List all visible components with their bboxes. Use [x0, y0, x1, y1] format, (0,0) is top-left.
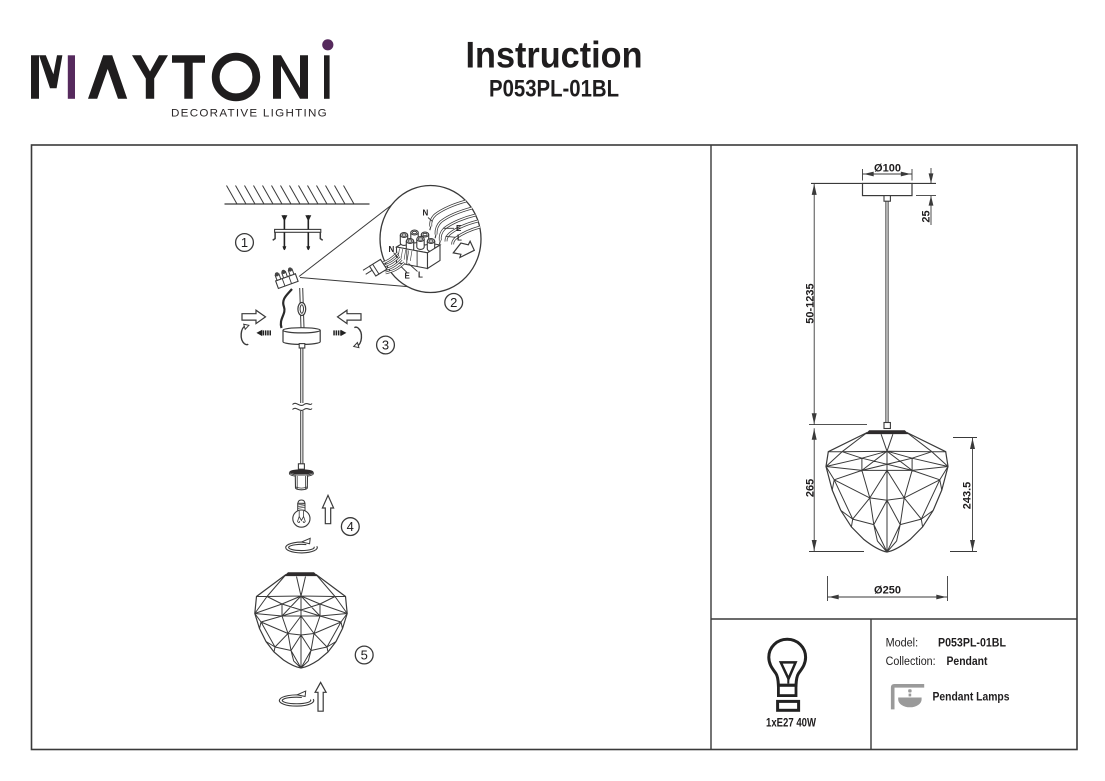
svg-text:Ø250: Ø250: [874, 585, 901, 597]
svg-text:2: 2: [450, 295, 457, 310]
svg-text:Instruction: Instruction: [466, 35, 643, 76]
svg-text:E: E: [405, 272, 411, 281]
svg-text:E: E: [456, 224, 462, 233]
svg-text:243.5: 243.5: [962, 482, 974, 510]
svg-text:N: N: [423, 209, 429, 218]
svg-text:Model:: Model:: [886, 638, 919, 650]
svg-text:P053PL-01BL: P053PL-01BL: [938, 638, 1006, 650]
svg-text:Ø100: Ø100: [874, 163, 901, 175]
svg-text:5: 5: [361, 648, 368, 663]
svg-text:N: N: [389, 245, 395, 254]
svg-text:4: 4: [347, 519, 354, 534]
svg-text:25: 25: [921, 210, 933, 222]
svg-text:1: 1: [241, 235, 248, 250]
svg-text:P053PL-01BL: P053PL-01BL: [489, 76, 619, 103]
svg-text:50-1235: 50-1235: [805, 283, 817, 323]
svg-text:L: L: [418, 271, 423, 280]
svg-text:265: 265: [805, 479, 817, 497]
svg-text:Pendant Lamps: Pendant Lamps: [933, 691, 1010, 703]
svg-text:1xE27 40W: 1xE27 40W: [766, 718, 816, 730]
svg-text:Collection:: Collection:: [886, 656, 936, 668]
svg-text:3: 3: [382, 338, 389, 353]
svg-text:L: L: [457, 234, 462, 243]
svg-text:DECORATIVE LIGHTING: DECORATIVE LIGHTING: [171, 108, 328, 120]
svg-text:Pendant: Pendant: [947, 656, 988, 668]
